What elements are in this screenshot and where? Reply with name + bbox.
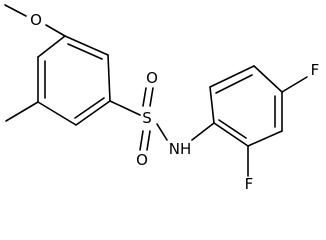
bond-methoxy-methyl bbox=[4, 4, 27, 17]
bond-sulfur-nitrogen bbox=[156, 123, 168, 141]
bond-ring2-b bbox=[209, 65, 255, 88]
bond-s-o-top-2 bbox=[149, 87, 154, 107]
bond-ring2-a bbox=[209, 86, 215, 124]
bond-s-o-top-1 bbox=[142, 87, 147, 107]
bonds bbox=[4, 4, 308, 177]
atom-label-o-bottom: O bbox=[136, 151, 148, 169]
bond-ring1-c bbox=[75, 100, 111, 126]
atom-label-nh: NH bbox=[169, 140, 192, 158]
bond-methoxy-oxygen-ring bbox=[45, 24, 66, 37]
atom-label-sulfur: S bbox=[142, 109, 152, 127]
atom-label-o-top: O bbox=[146, 69, 158, 87]
molecule-structure: O S O O NH F F bbox=[4, 4, 319, 191]
bond-s-o-bottom-2 bbox=[146, 130, 151, 151]
atom-label-o-methoxy: O bbox=[30, 11, 42, 29]
bond-ring2-b-inner bbox=[215, 74, 253, 94]
bond-ring1-a bbox=[64, 35, 109, 56]
atom-label-f-ortho: F bbox=[245, 175, 254, 191]
atom-labels: O S O O NH F F bbox=[30, 11, 319, 191]
bond-ring2-f bbox=[213, 122, 249, 147]
bond-ring-sulfur bbox=[109, 100, 141, 116]
bond-ring1-b bbox=[107, 54, 111, 102]
bond-ring1-d bbox=[37, 101, 77, 126]
bond-ring2-f-inner bbox=[218, 119, 247, 139]
bond-ring1-f bbox=[37, 35, 66, 58]
bond-ring2-e bbox=[247, 130, 283, 147]
bond-ring1-a-inner bbox=[67, 43, 103, 60]
bond-ring-f-para bbox=[281, 76, 308, 93]
bond-s-o-bottom-1 bbox=[139, 130, 144, 151]
bond-aryl-methyl bbox=[5, 101, 39, 122]
bond-nitrogen-ring bbox=[191, 122, 215, 141]
bond-ring2-c bbox=[253, 65, 283, 93]
bond-ring1-c-inner bbox=[74, 97, 105, 119]
atom-label-f-para: F bbox=[311, 61, 320, 79]
